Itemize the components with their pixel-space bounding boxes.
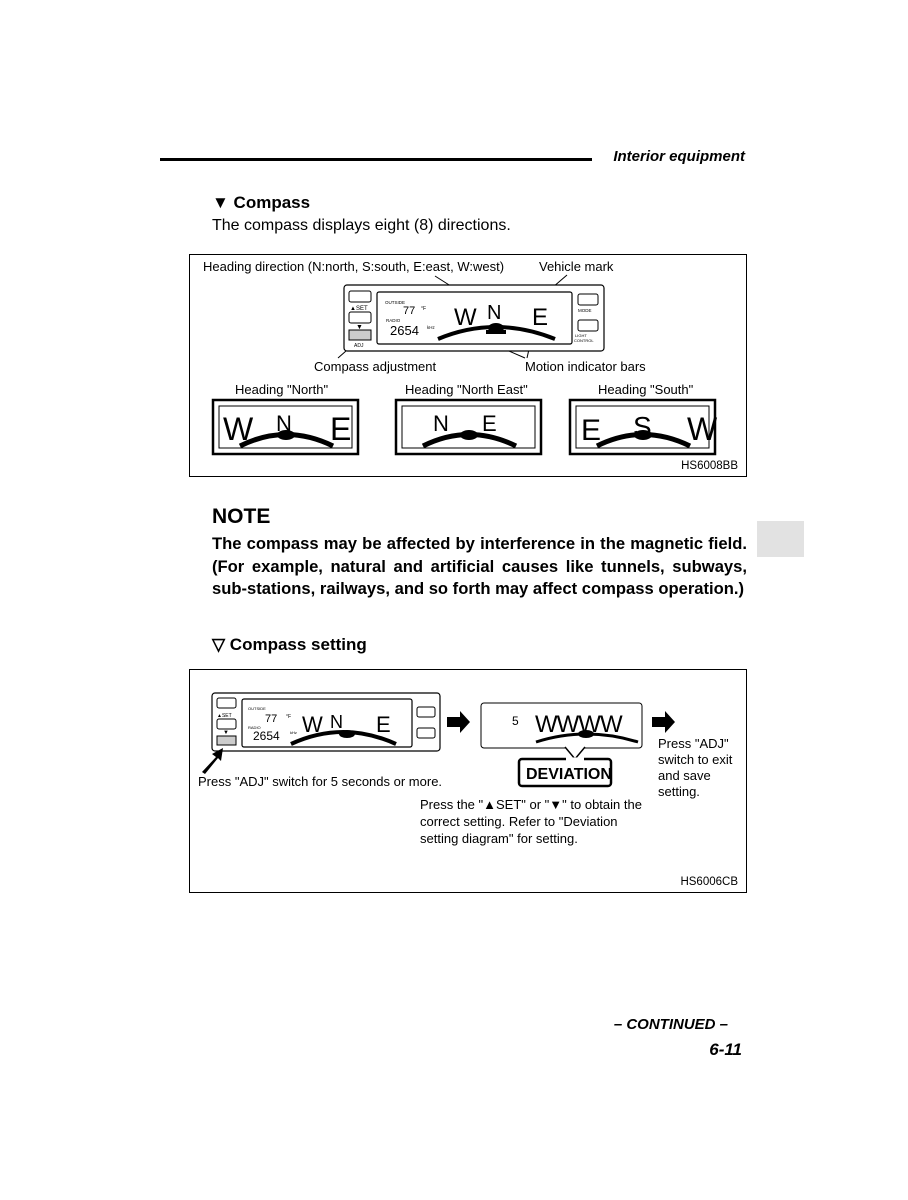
svg-text:▲SET: ▲SET [350, 306, 368, 312]
svg-text:2654: 2654 [253, 729, 280, 743]
compass-heading: ▼ Compass [212, 193, 311, 212]
deviation-badge: DEVIATION [526, 766, 612, 783]
compass-setting-heading: ▽ Compass setting [212, 635, 367, 654]
svg-text:RADIO: RADIO [248, 725, 261, 730]
svg-text:OUTSIDE: OUTSIDE [248, 706, 266, 711]
panel-south: E S W [568, 398, 718, 456]
chapter-tab [757, 521, 804, 557]
panel-ne-letter-0: N [433, 411, 449, 436]
compass-adjustment-label: Compass adjustment [314, 359, 437, 374]
svg-text:▼: ▼ [223, 730, 229, 736]
svg-text:W: W [302, 712, 323, 737]
svg-text:N: N [330, 712, 343, 732]
radio-label: RADIO [386, 318, 401, 323]
exit-label-4: setting. [658, 784, 700, 799]
svg-text:°F: °F [286, 714, 291, 720]
panel-north-east: N E [394, 398, 543, 456]
exit-label-2: switch to exit [658, 752, 733, 767]
panel-north-letter-1: N [276, 411, 292, 436]
compass-display-figure: Heading direction (N:north, S:south, E:e… [189, 254, 747, 477]
svg-text:▼: ▼ [356, 324, 363, 331]
section-title: Interior equipment [613, 148, 745, 165]
note-title: NOTE [212, 505, 271, 528]
motion-indicator-label: Motion indicator bars [525, 359, 646, 374]
svg-text:CONTROL: CONTROL [574, 338, 594, 343]
compass-intro: The compass displays eight (8) direction… [212, 217, 511, 234]
panel-south-letter-2: W [687, 411, 718, 447]
press-set-label-3: setting diagram" for setting. [420, 831, 578, 846]
deviation-value: 5 [512, 714, 519, 728]
press-set-label-1: Press the "▲SET" or "▼" to obtain the [420, 797, 642, 812]
panel-north: W N E [211, 398, 360, 456]
heading-letter-w: W [454, 304, 477, 331]
svg-text:LIGHT: LIGHT [575, 333, 587, 338]
caption-north-east: Heading "North East" [405, 382, 528, 397]
compass-diagram: ▲SET ▼ ADJ MODE LIGHT CONTROL OUTSIDE 77… [211, 274, 718, 456]
continued-label: – CONTINUED – [613, 1016, 728, 1033]
heading-direction-label: Heading direction (N:north, S:south, E:e… [203, 259, 505, 274]
compass-setting-figure: ▲SET ▼ OUTSIDE 77 °F RADIO 2654 kHz W N … [189, 669, 747, 893]
temp-readout: 77 [403, 305, 415, 317]
caption-south: Heading "South" [598, 382, 694, 397]
adj-button-label: ADJ [354, 343, 364, 349]
panel-south-letter-0: E [581, 414, 601, 447]
freq-unit: kHz [427, 325, 435, 330]
figure-id: HS6006CB [680, 876, 738, 888]
outside-label: OUTSIDE [385, 300, 405, 305]
heading-letter-n: N [487, 302, 501, 324]
header-rule [160, 158, 592, 161]
page-number: 6-11 [709, 1040, 742, 1059]
svg-text:▲SET: ▲SET [217, 713, 232, 719]
svg-text:E: E [376, 712, 391, 737]
temp-unit: °F [421, 306, 426, 312]
svg-text:MODE: MODE [578, 308, 592, 313]
press-set-label-2: correct setting. Refer to "Deviation [420, 814, 618, 829]
panel-ne-letter-1: E [482, 411, 497, 436]
heading-letter-e: E [532, 304, 548, 331]
svg-text:kHz: kHz [290, 730, 297, 735]
exit-label-3: and save [658, 768, 711, 783]
panel-north-letter-2: E [330, 411, 351, 447]
setting-diagram: ▲SET ▼ OUTSIDE 77 °F RADIO 2654 kHz W N … [202, 692, 675, 788]
note-text: The compass may be affected by interfere… [212, 534, 747, 598]
caption-north: Heading "North" [235, 382, 329, 397]
vehicle-mark-label: Vehicle mark [539, 259, 614, 274]
press-adj-label: Press "ADJ" switch for 5 seconds or more… [198, 774, 443, 789]
svg-text:77: 77 [265, 713, 277, 725]
exit-label-1: Press "ADJ" [658, 736, 729, 751]
freq-readout: 2654 [390, 323, 419, 338]
figure-id: HS6008BB [681, 460, 738, 472]
